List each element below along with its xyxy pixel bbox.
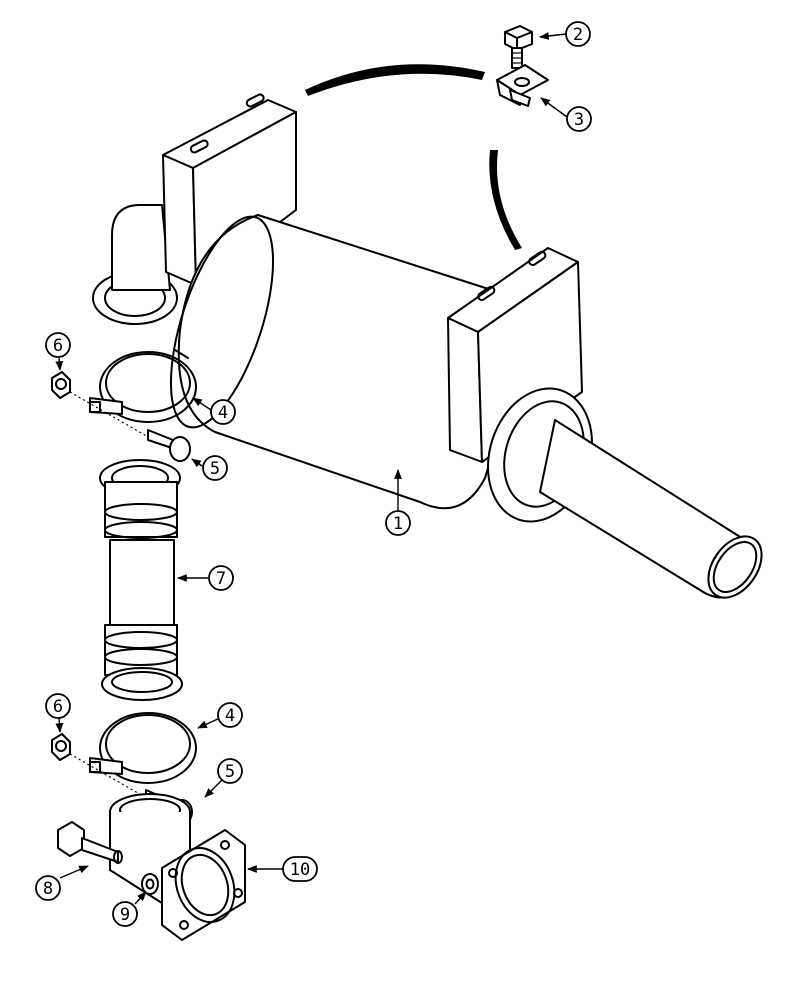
- callout-6-lower: 6: [45, 693, 71, 719]
- nut-lower: [51, 733, 71, 761]
- muffler: [92, 93, 763, 599]
- svg-text:5: 5: [225, 762, 235, 782]
- callout-7: 7: [208, 565, 234, 591]
- callout-9: 9: [112, 901, 138, 927]
- callout-10: 10: [282, 856, 318, 882]
- svg-text:9: 9: [120, 905, 130, 925]
- svg-text:5: 5: [210, 459, 220, 479]
- svg-text:10: 10: [290, 860, 310, 880]
- callout-8: 8: [35, 875, 61, 901]
- svg-text:3: 3: [574, 110, 584, 130]
- callout-4-upper: 4: [210, 399, 236, 425]
- clamp-upper: [89, 349, 197, 423]
- callout-1: 1: [385, 510, 411, 536]
- callout-6-upper: 6: [45, 332, 71, 358]
- muffler-right-bracket: [447, 247, 583, 463]
- flex-pipe: [99, 459, 183, 701]
- svg-text:7: 7: [216, 569, 226, 589]
- callout-5-upper: 5: [202, 455, 228, 481]
- svg-text:8: 8: [43, 879, 53, 899]
- bolt-upper: [69, 391, 191, 462]
- svg-text:4: 4: [218, 403, 228, 423]
- clamp-lower: [89, 712, 197, 784]
- svg-text:4: 4: [225, 706, 235, 726]
- callout-3: 3: [566, 106, 592, 132]
- washer-part-9: [141, 873, 159, 895]
- nut-part-3: [496, 64, 549, 107]
- callout-4-lower: 4: [217, 702, 243, 728]
- svg-text:2: 2: [573, 25, 583, 45]
- assembly-arrows: [305, 64, 522, 250]
- callout-5-lower: 5: [217, 758, 243, 784]
- svg-text:1: 1: [393, 514, 403, 534]
- leader-lines: [55, 32, 568, 905]
- callout-2: 2: [565, 21, 591, 47]
- bolt-part-8: [57, 821, 123, 864]
- svg-text:6: 6: [53, 697, 63, 717]
- svg-text:6: 6: [53, 336, 63, 356]
- elbow-flange: [109, 793, 246, 941]
- nut-upper: [51, 371, 71, 399]
- bolt-part-2: [504, 25, 533, 69]
- muffler-inlet-elbow: [92, 204, 178, 325]
